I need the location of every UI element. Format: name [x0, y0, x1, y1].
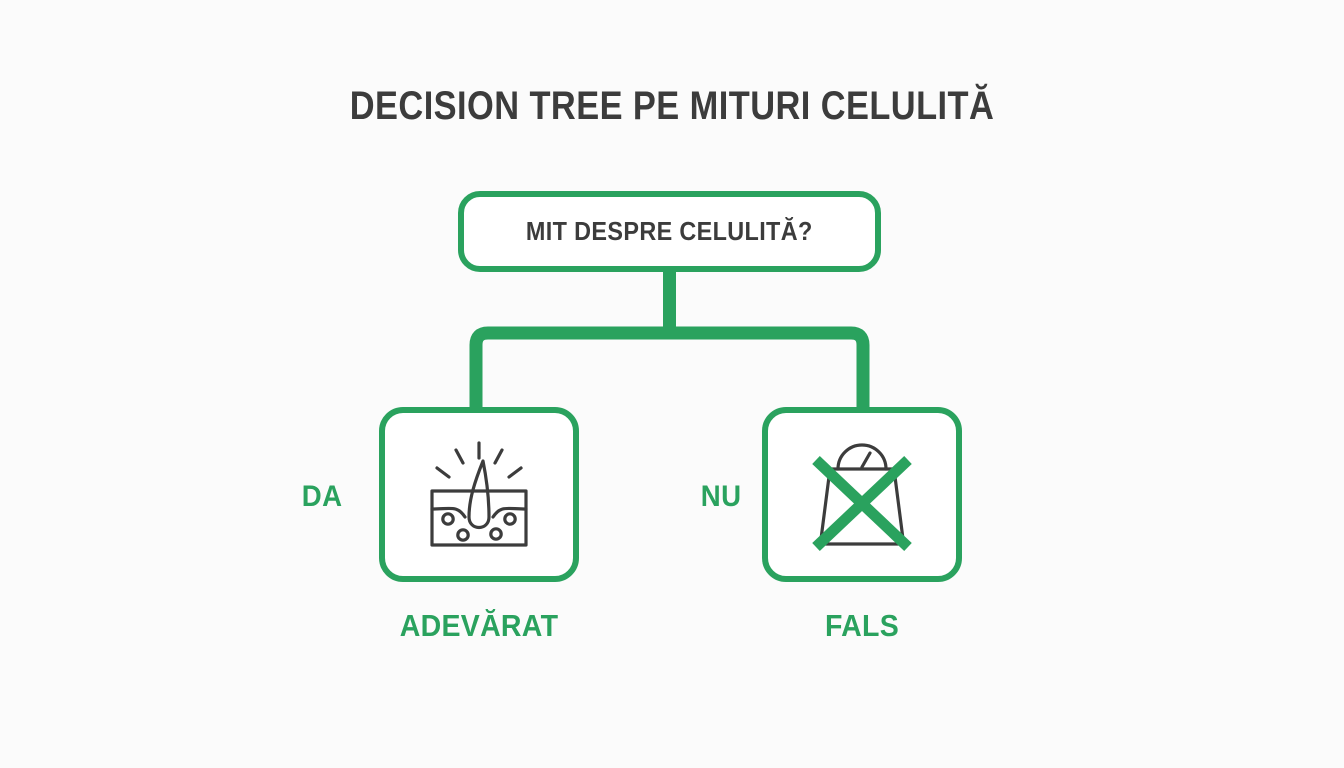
outcome-node-false[interactable] [762, 407, 962, 582]
skin-hair-follicle-icon [417, 439, 541, 551]
branch-label-no: NU [700, 480, 742, 513]
outcome-label-false: FALS [824, 608, 900, 643]
root-node-label: MIT DESPRE CELULITĂ? [526, 216, 813, 246]
outcome-label-true: ADEVĂRAT [399, 608, 559, 643]
crossed-out-scale-bag-icon [800, 436, 924, 554]
root-node[interactable]: MIT DESPRE CELULITĂ? [458, 191, 881, 272]
connector-branch-bar [469, 326, 870, 407]
page-title: DECISION TREE PE MITURI CELULITĂ [349, 84, 995, 128]
outcome-node-true[interactable] [379, 407, 579, 582]
branch-label-yes: DA [301, 480, 343, 513]
